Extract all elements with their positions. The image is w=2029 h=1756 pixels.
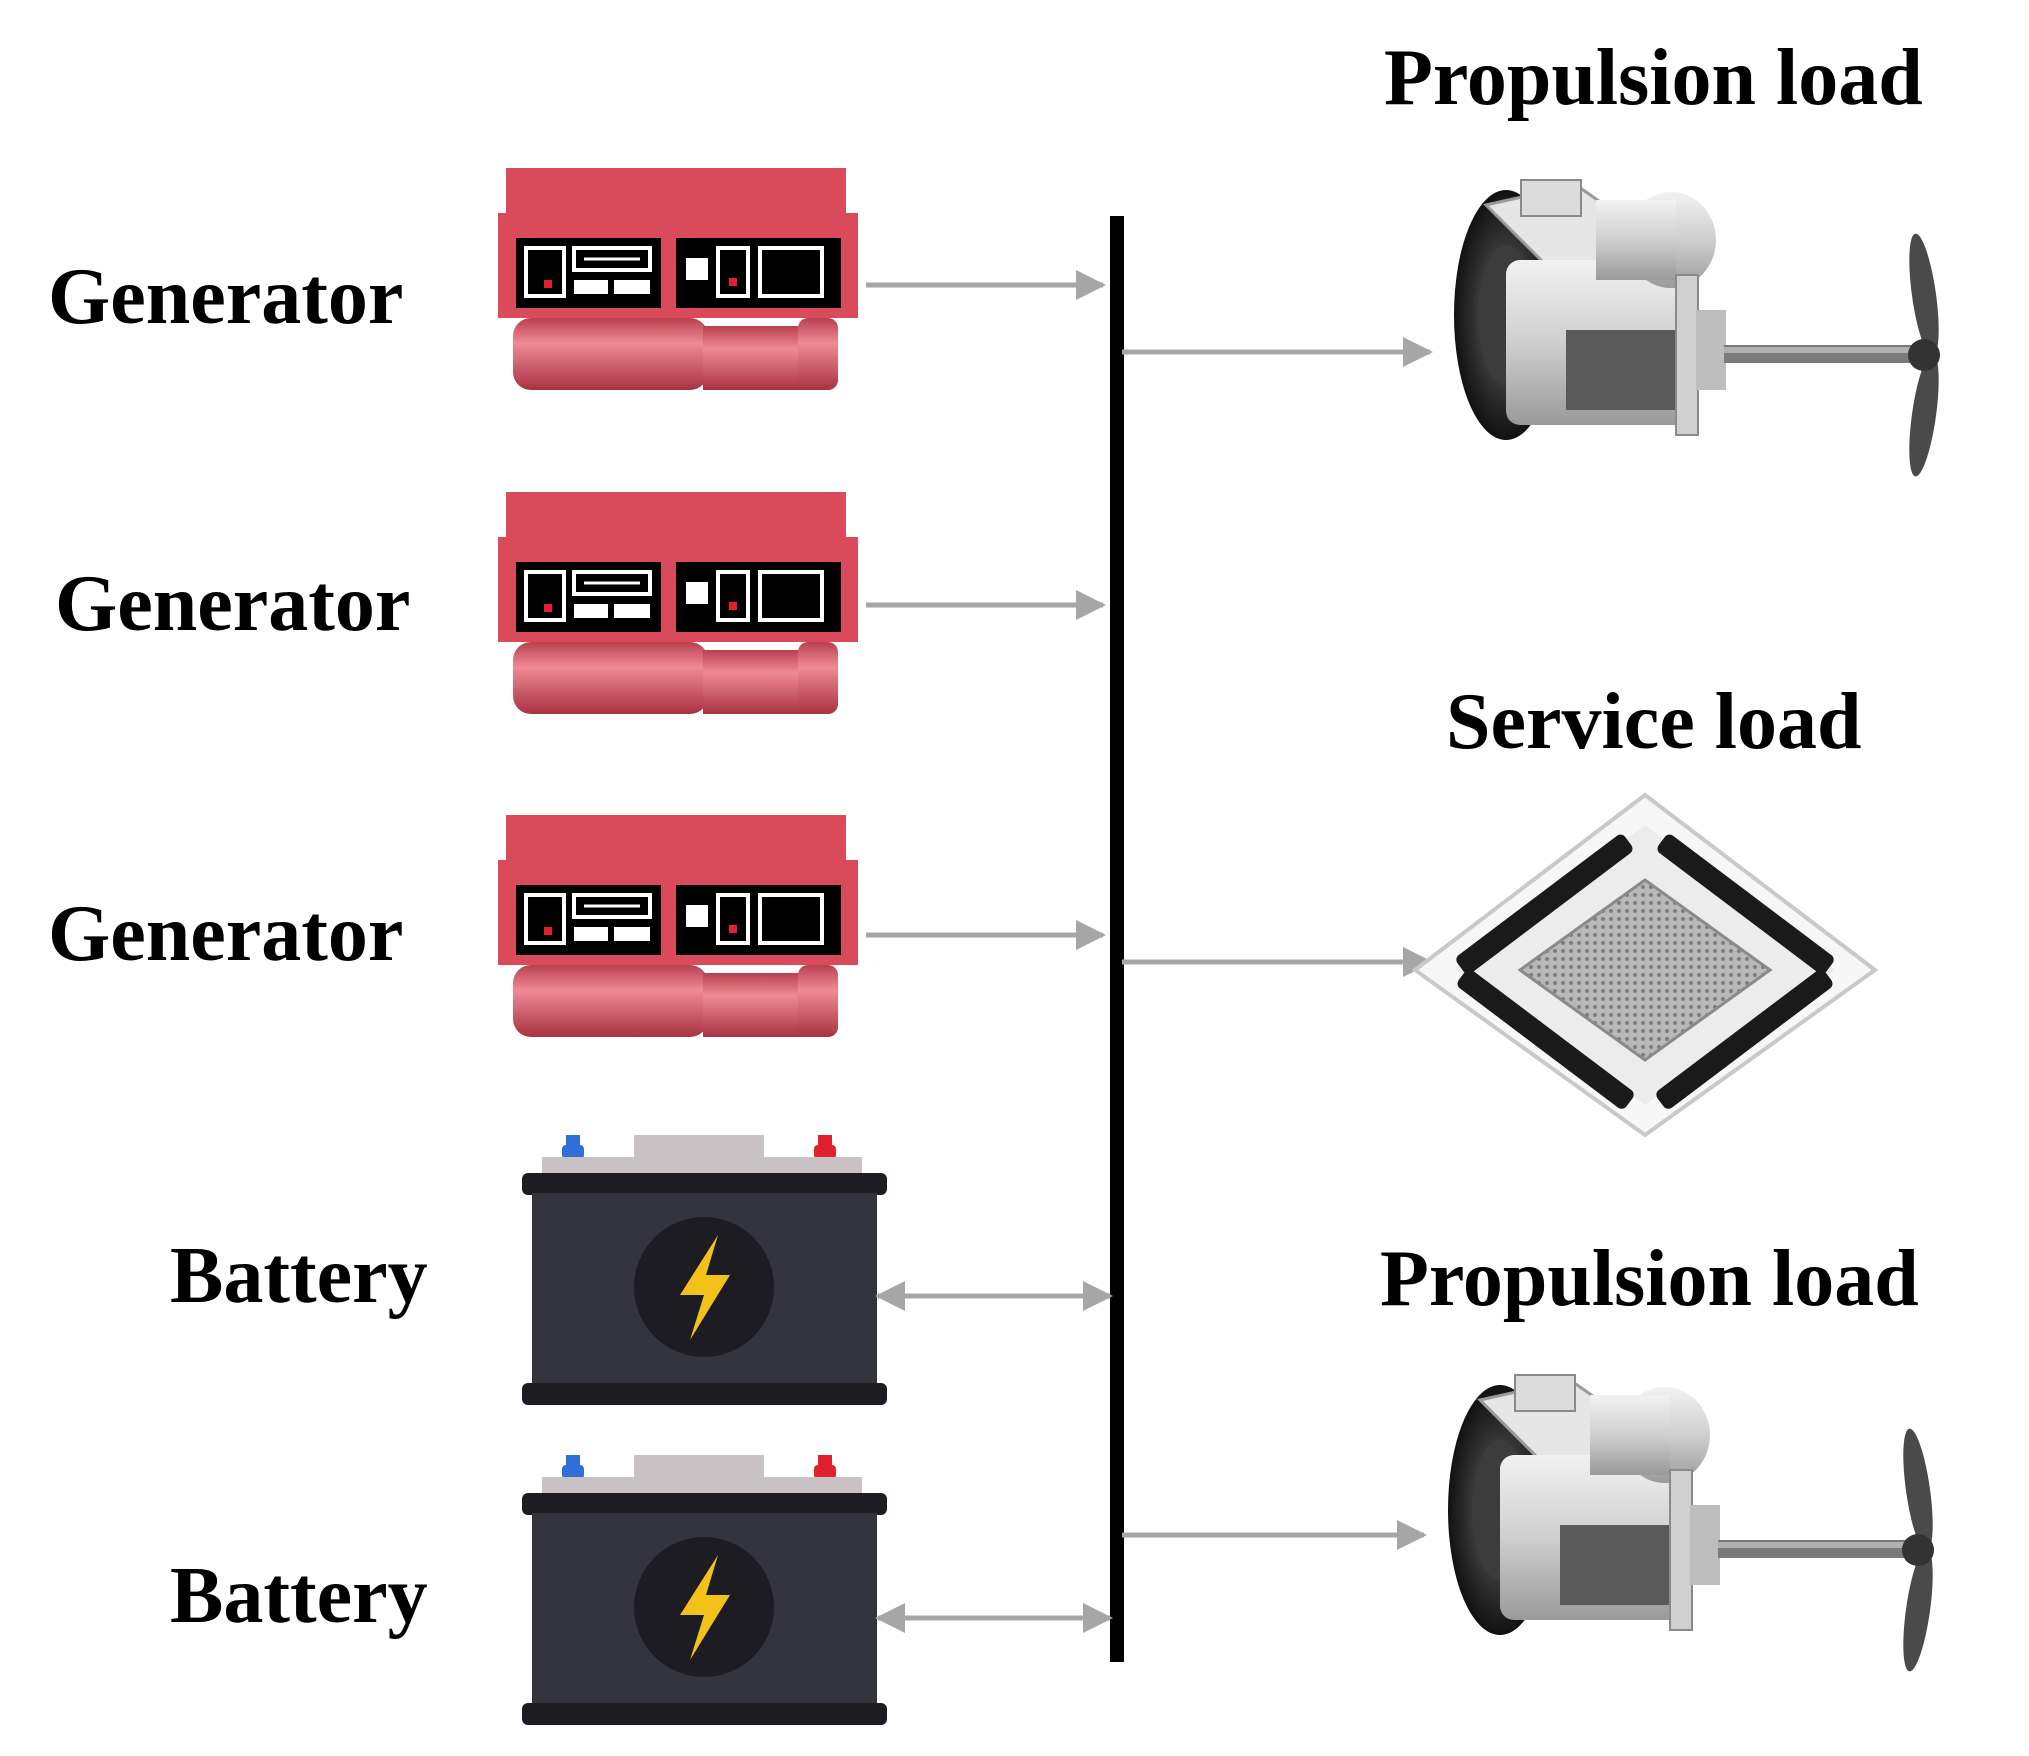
generator-3-label: Generator [48, 890, 403, 978]
generator-2-label: Generator [55, 560, 410, 648]
propulsion-load-1-label: Propulsion load [1384, 34, 1923, 122]
battery-2-icon [522, 1455, 887, 1725]
battery-1-icon [522, 1135, 887, 1405]
propulsion-load-2-label: Propulsion load [1380, 1235, 1919, 1323]
battery-2-label: Battery [170, 1552, 428, 1640]
generator-1-icon [496, 166, 860, 392]
ceiling-ac-unit-icon [1413, 793, 1877, 1137]
battery-1-label: Battery [170, 1232, 428, 1320]
propulsion-motor-icon-2 [1446, 1373, 1941, 1675]
propulsion-motor-icon [1452, 178, 1947, 480]
generator-2-icon [496, 490, 860, 716]
generator-1-label: Generator [48, 253, 403, 341]
service-load-label: Service load [1446, 678, 1861, 766]
generator-3-icon [496, 813, 860, 1039]
